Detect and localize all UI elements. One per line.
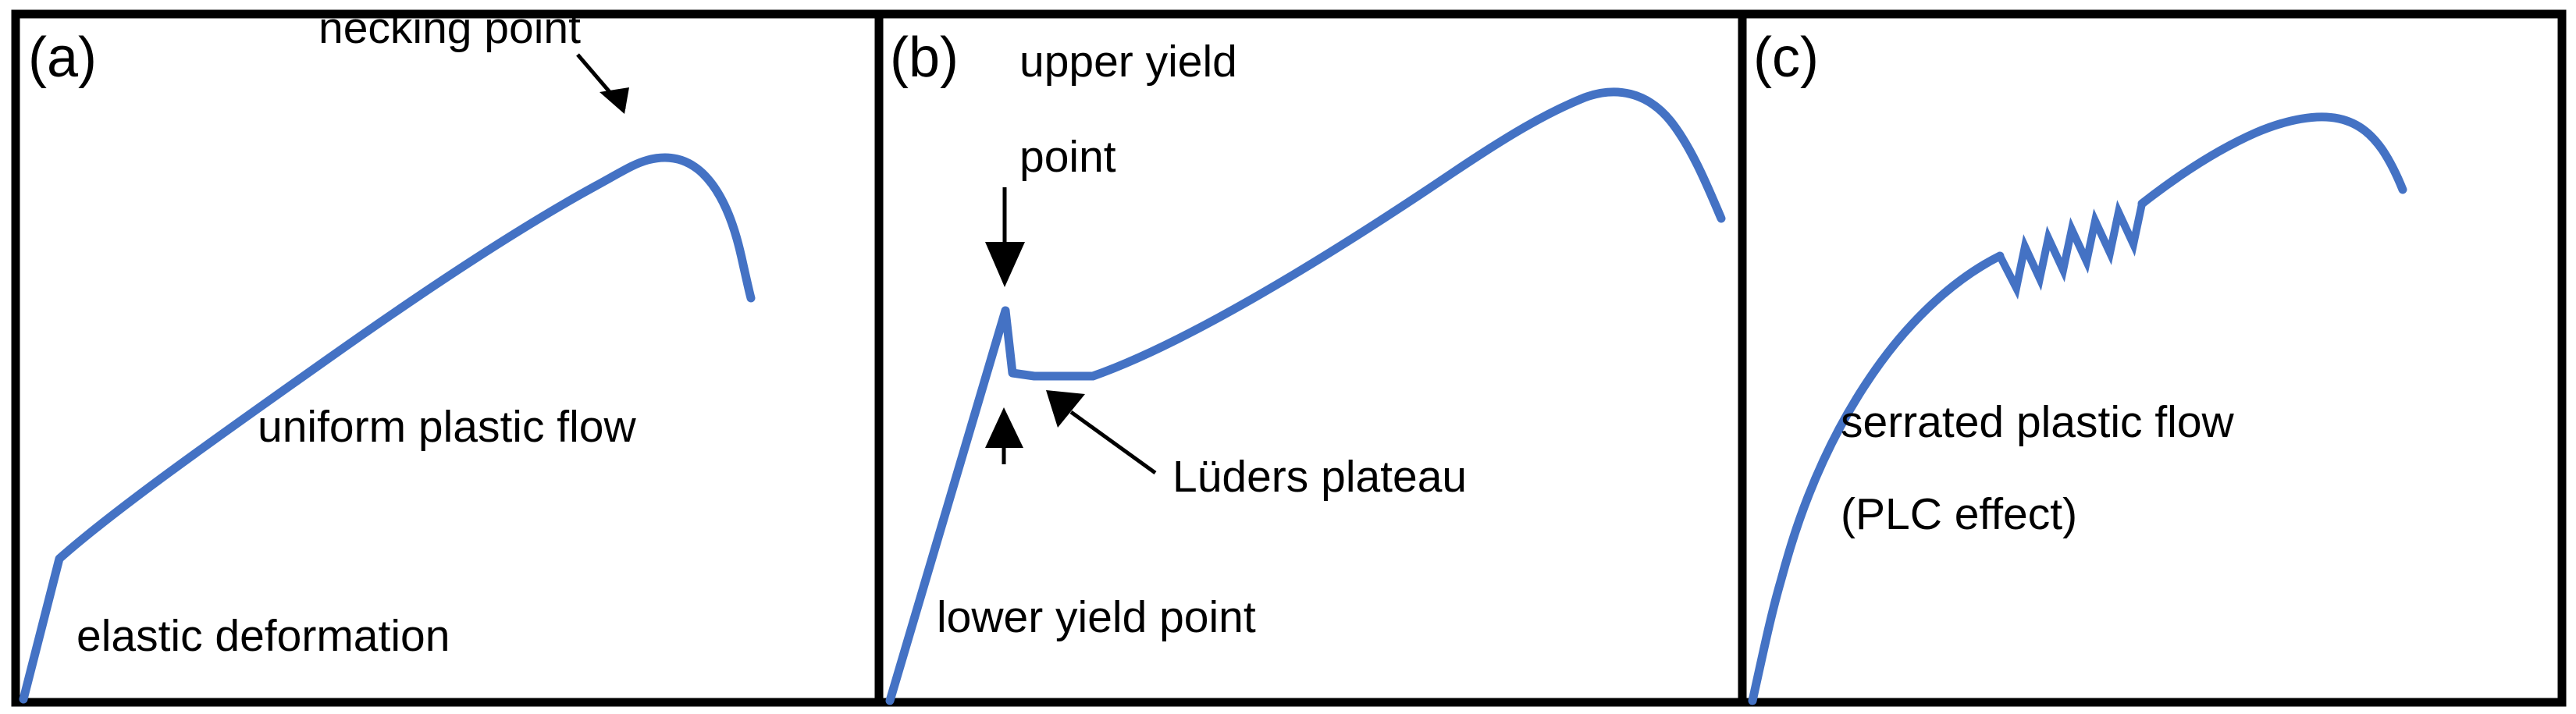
panel-a: (a) necking point uniform plastic flow e… (19, 3, 756, 704)
panel-c-curve-smooth-lower (1748, 251, 2005, 705)
annotation-upper-yield-point-line2: point (1019, 132, 1116, 182)
panel-c-label: (c) (1753, 27, 1819, 89)
annotation-necking-point-label: necking point (318, 3, 581, 53)
panel-c-curve-serrations (1996, 200, 2146, 300)
luders-plateau-arrow-head (1046, 390, 1085, 428)
panel-c-curve-smooth-upper (2137, 112, 2407, 208)
figure-outer-frame (11, 9, 2567, 707)
panel-a-curve (19, 153, 756, 704)
annotation-uniform-plastic-flow-label: uniform plastic flow (258, 402, 637, 452)
luders-plateau-leader-line (1069, 410, 1157, 475)
upper-yield-point-arrow-head (985, 242, 1025, 287)
annotation-elastic-deformation-label: elastic deformation (76, 611, 450, 661)
panel-b-curve (885, 87, 1726, 705)
panel-a-label: (a) (28, 27, 97, 89)
panel-b: (b) upper yield point lower yield point … (885, 27, 1726, 705)
annotation-serrated-plastic-flow-line1: serrated plastic flow (1841, 397, 2235, 447)
necking-point-arrow-head (600, 87, 629, 114)
panel-c: (c) serrated plastic flow (PLC effect) (1748, 27, 2407, 705)
annotation-luders-plateau-label: Lüders plateau (1172, 452, 1467, 502)
annotation-serrated-plastic-flow-line2: (PLC effect) (1841, 489, 2077, 539)
panel-b-label: (b) (890, 27, 959, 89)
annotation-lower-yield-point-label: lower yield point (937, 592, 1256, 642)
annotation-upper-yield-point-line1: upper yield (1019, 37, 1237, 87)
lower-yield-point-arrow-head (985, 407, 1023, 448)
